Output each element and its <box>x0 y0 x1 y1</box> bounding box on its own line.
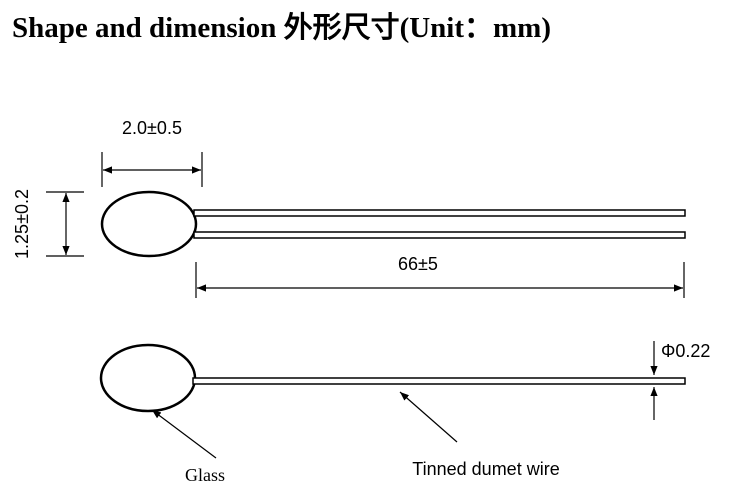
glass-leader-line <box>151 409 217 459</box>
page-title: Shape and dimension 外形尺寸(Unit：mm) <box>12 12 551 44</box>
lead-wire-lower <box>193 231 686 239</box>
bead-body-side <box>99 343 197 413</box>
body-height-label: 1.25±0.2 <box>12 189 32 259</box>
side-view: Φ0.22 Glass Tinned dumet wire <box>99 341 710 485</box>
wire-diameter-label: Φ0.22 <box>661 341 710 361</box>
wire-label: Tinned dumet wire <box>412 459 559 479</box>
lead-wire-upper <box>193 209 686 217</box>
lead-length-label: 66±5 <box>398 254 438 274</box>
lead-wire-side <box>192 377 686 385</box>
bead-body-top <box>100 190 198 258</box>
top-view: 2.0±0.5 1.25±0.2 66±5 <box>12 118 686 298</box>
wire-leader-line <box>399 391 458 443</box>
body-length-label: 2.0±0.5 <box>122 118 182 138</box>
glass-label: Glass <box>185 465 225 485</box>
